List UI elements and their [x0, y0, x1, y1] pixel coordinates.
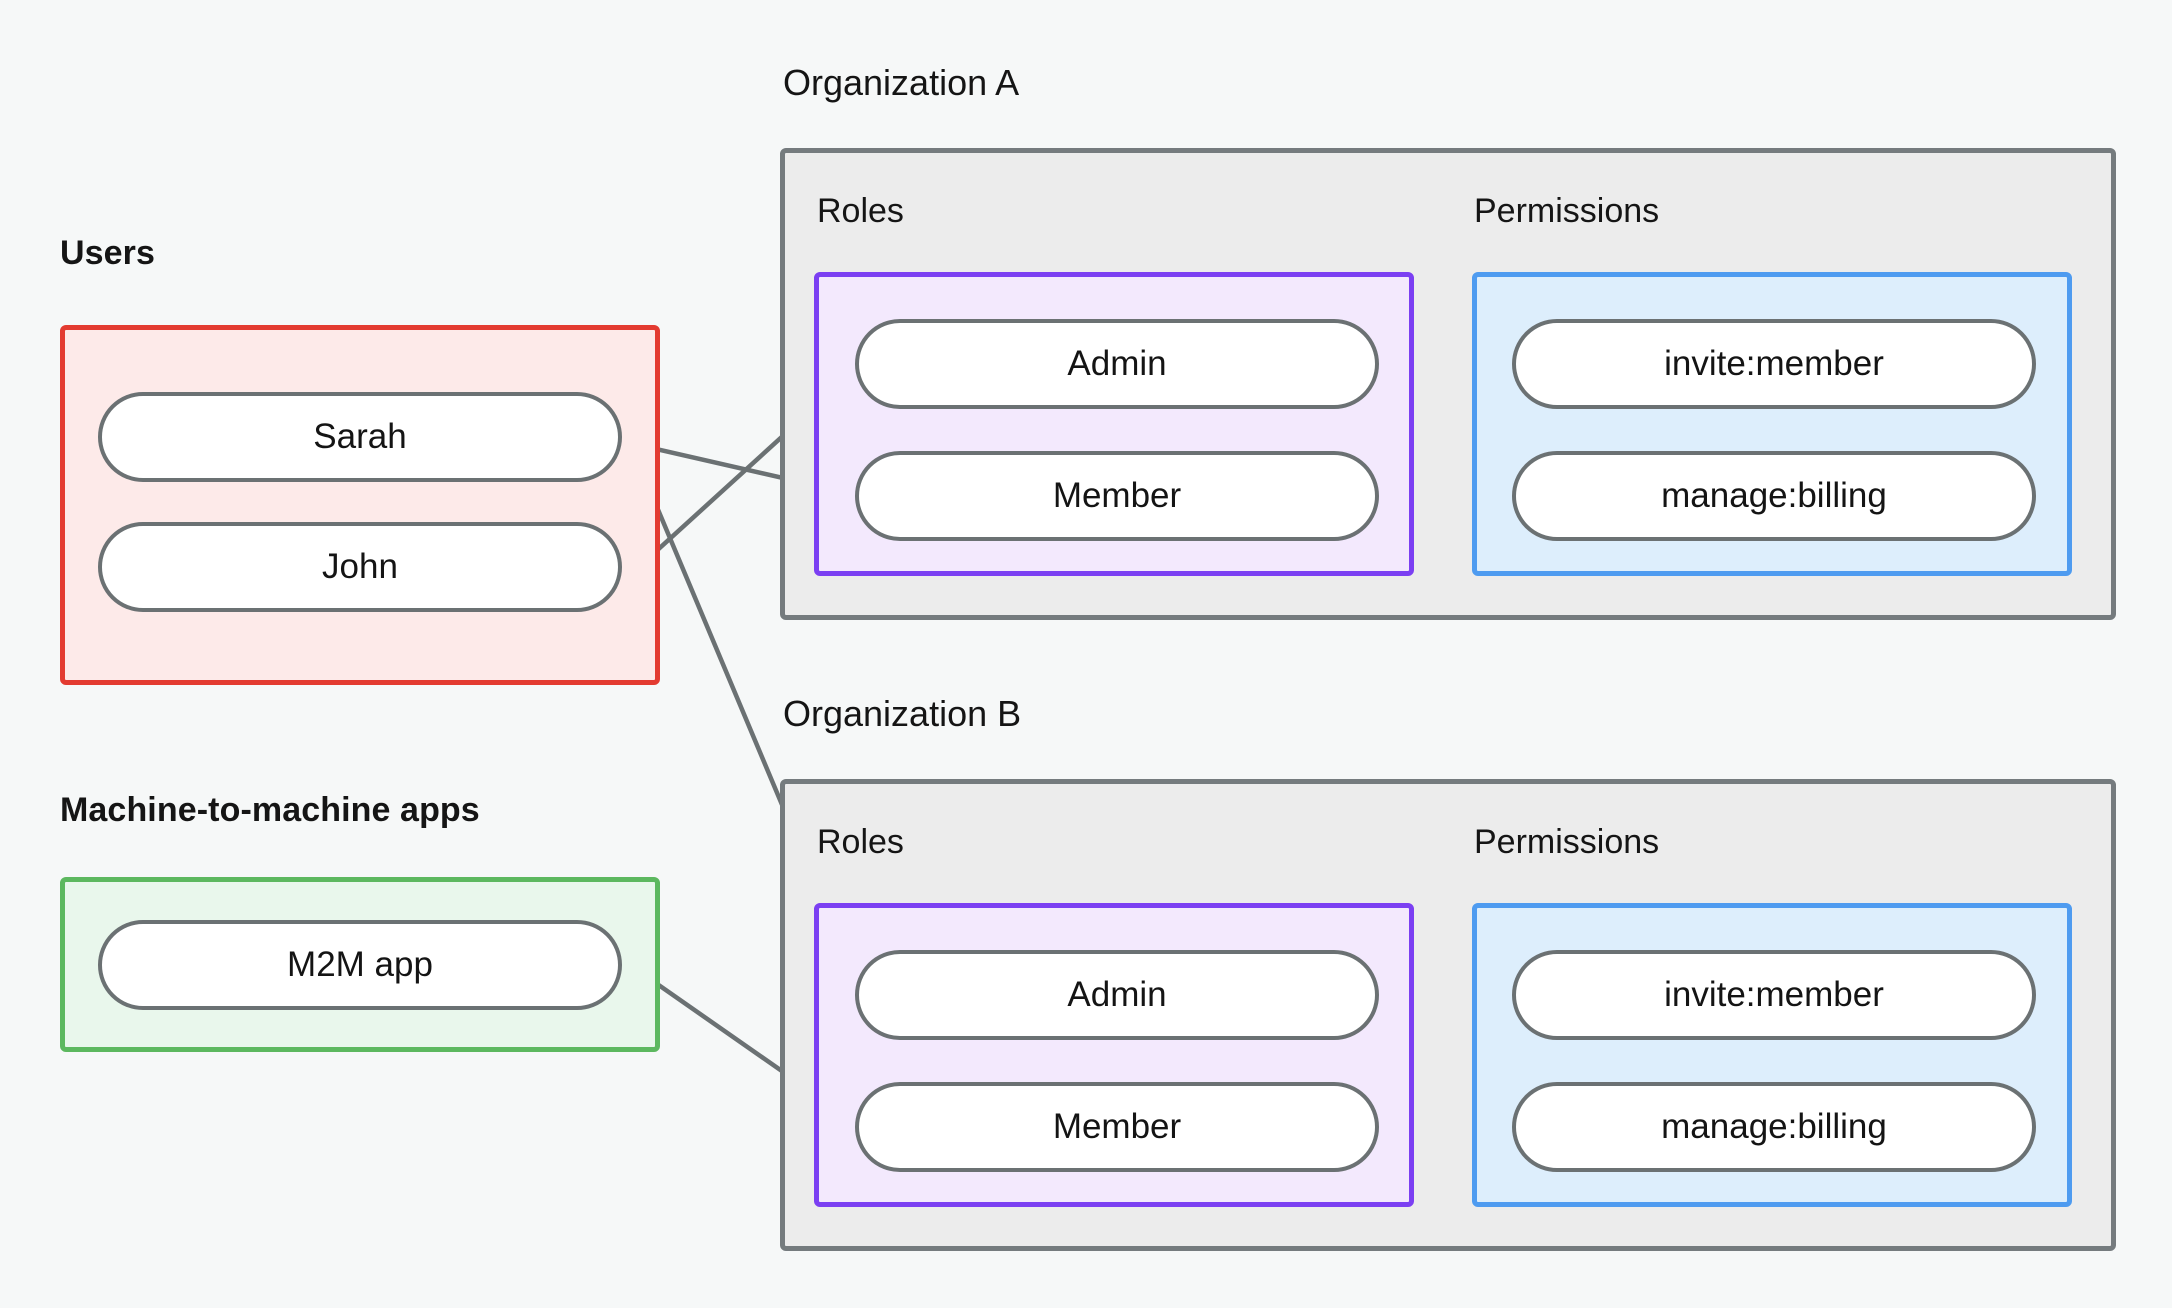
- org-b-permission-invite-member[interactable]: invite:member: [1512, 950, 2036, 1040]
- org-a-permission-invite-member[interactable]: invite:member: [1512, 319, 2036, 409]
- org-a-role-admin[interactable]: Admin: [855, 319, 1379, 409]
- org-b-role-admin[interactable]: Admin: [855, 950, 1379, 1040]
- users-group-label: Users: [60, 234, 156, 272]
- org-a-role-member[interactable]: Member: [855, 451, 1379, 541]
- org-a-permissions-label: Permissions: [1474, 192, 1660, 230]
- user-node-john[interactable]: John: [98, 522, 622, 612]
- org-a-permission-manage-billing[interactable]: manage:billing: [1512, 451, 2036, 541]
- users-container: [60, 325, 660, 685]
- user-node-sarah[interactable]: Sarah: [98, 392, 622, 482]
- org-b-permission-manage-billing[interactable]: manage:billing: [1512, 1082, 2036, 1172]
- m2m-group-label: Machine-to-machine apps: [60, 791, 480, 829]
- org-b-label: Organization B: [783, 693, 1022, 734]
- org-b-role-member[interactable]: Member: [855, 1082, 1379, 1172]
- org-a-roles-label: Roles: [817, 192, 904, 230]
- org-b-permissions-label: Permissions: [1474, 823, 1660, 861]
- org-b-roles-label: Roles: [817, 823, 904, 861]
- org-a-label: Organization A: [783, 62, 1020, 103]
- m2m-node-app[interactable]: M2M app: [98, 920, 622, 1010]
